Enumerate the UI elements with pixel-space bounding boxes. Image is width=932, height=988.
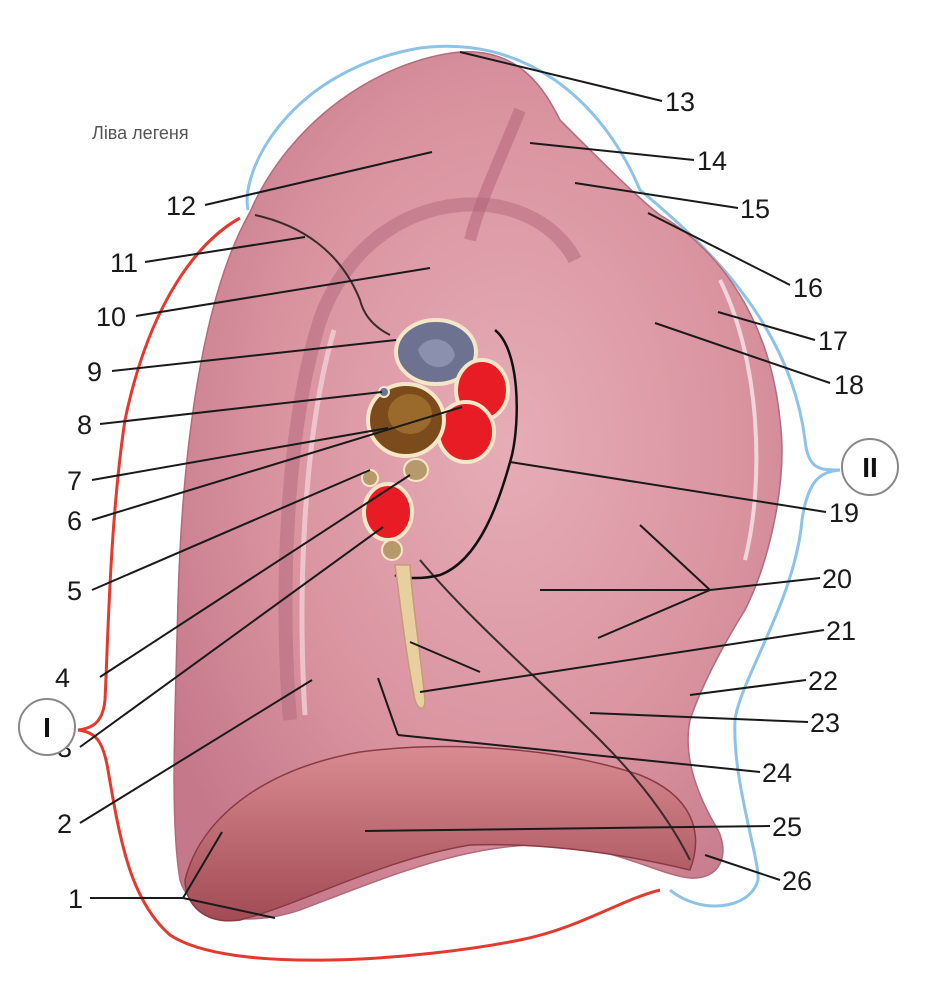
svg-text:I: I <box>43 712 51 743</box>
hilum-outline <box>394 329 518 580</box>
label-20: 20 <box>822 564 852 594</box>
label-4: 4 <box>55 663 70 693</box>
subclavian-groove <box>464 107 526 242</box>
cardiac-notch-line <box>718 279 759 561</box>
label-15: 15 <box>740 194 770 224</box>
label-24: 24 <box>762 758 792 788</box>
region-ii-brace <box>245 44 841 908</box>
label-26: 26 <box>782 866 812 896</box>
pulmonary-ligament <box>394 564 426 709</box>
label-11: 11 <box>110 248 138 278</box>
label-8: 8 <box>77 410 92 440</box>
oblique-fissure <box>254 214 391 336</box>
label-16: 16 <box>793 273 823 303</box>
label-13: 13 <box>665 87 695 117</box>
label-2: 2 <box>57 809 72 839</box>
label-18: 18 <box>834 370 864 400</box>
label-17: 17 <box>818 326 848 356</box>
diaphragmatic-surface <box>184 745 697 922</box>
leader-lines <box>79 51 831 919</box>
label-7: 7 <box>67 466 82 496</box>
label-5: 5 <box>67 576 82 606</box>
label-6: 6 <box>67 506 82 536</box>
region-i-marker: I <box>18 698 76 756</box>
label-23: 23 <box>810 708 840 738</box>
small-node-3 <box>381 539 403 561</box>
label-12: 12 <box>166 191 196 221</box>
fissure-lower <box>419 559 691 861</box>
label-1: 1 <box>68 884 83 914</box>
groove-highlight <box>299 329 337 716</box>
region-i-brace <box>77 216 661 962</box>
region-ii-marker: II <box>841 438 899 496</box>
label-21: 21 <box>826 616 856 646</box>
svg-text:II: II <box>862 452 878 483</box>
lung-body <box>173 51 783 920</box>
lymph-node-inner <box>388 394 432 434</box>
label-14: 14 <box>697 146 727 176</box>
aortic-groove <box>278 197 582 721</box>
label-19: 19 <box>829 498 859 528</box>
label-25: 25 <box>772 812 802 842</box>
label-10: 10 <box>96 302 126 332</box>
label-9: 9 <box>87 357 102 387</box>
label-22: 22 <box>808 666 838 696</box>
bronchus-lumen <box>418 339 455 368</box>
pulmonary-vein-lower <box>362 482 414 542</box>
figure-title: Ліва легеня <box>92 123 189 143</box>
